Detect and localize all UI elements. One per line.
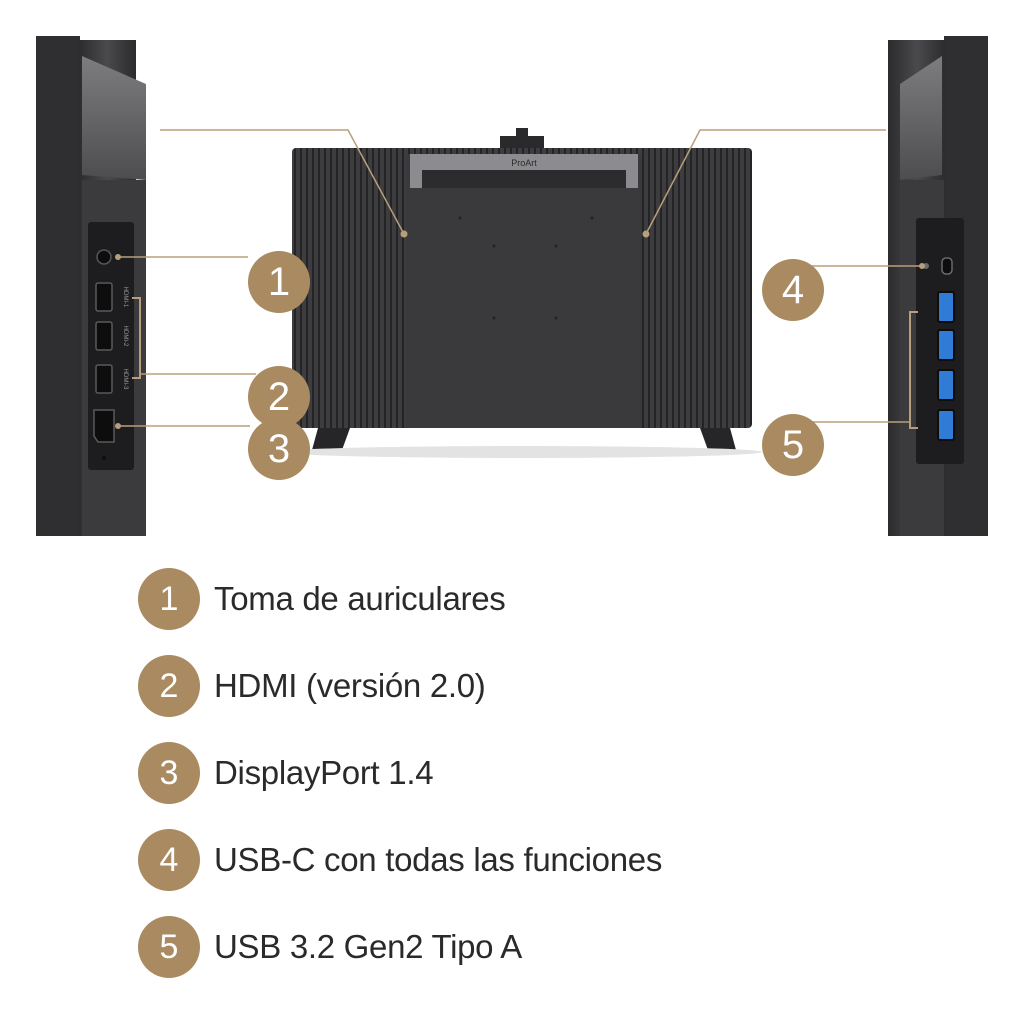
usb-a-port-icon xyxy=(937,329,955,361)
displayport-icon xyxy=(93,409,115,443)
callout-badge-3: 3 xyxy=(248,418,310,480)
legend-label-1: Toma de auriculares xyxy=(214,580,506,617)
legend-label-5: USB 3.2 Gen2 Tipo A xyxy=(214,928,522,965)
usb-a-port-icon xyxy=(937,291,955,323)
legend-label-3: DisplayPort 1.4 xyxy=(214,754,434,791)
legend-item: 5 USB 3.2 Gen2 Tipo A xyxy=(138,916,898,978)
usb-a-bracket xyxy=(909,311,918,429)
hdmi-bracket xyxy=(132,297,141,379)
monitor-ports-diagram: HDMI-1 HDMI-2 HDMI-3 ProArt xyxy=(36,36,988,536)
legend-item: 2 HDMI (versión 2.0) xyxy=(138,655,898,717)
callout-badge-5: 5 xyxy=(762,414,824,476)
legend-label-2: HDMI (versión 2.0) xyxy=(214,667,486,704)
monitor-foot-left xyxy=(312,428,350,450)
left-side-view: HDMI-1 HDMI-2 HDMI-3 xyxy=(36,36,146,536)
port-label-hdmi-1: HDMI-1 xyxy=(122,287,128,308)
legend-item: 1 Toma de auriculares xyxy=(138,568,898,630)
hdmi-port-icon xyxy=(95,364,113,394)
legend-badge-5: 5 xyxy=(138,916,200,978)
usb-a-port-icon xyxy=(937,409,955,441)
monitor-back-view: ProArt xyxy=(282,128,762,458)
monitor-foot-right xyxy=(700,428,736,450)
usb-a-port-icon xyxy=(937,369,955,401)
legend-label-4: USB-C con todas las funciones xyxy=(214,841,663,878)
callout-badge-2: 2 xyxy=(248,366,310,428)
port-label-hdmi-2: HDMI-2 xyxy=(122,326,128,347)
legend-badge-1: 1 xyxy=(138,568,200,630)
right-side-view xyxy=(888,36,988,536)
usb-c-port-icon xyxy=(941,257,953,275)
callout-badge-1: 1 xyxy=(248,251,310,313)
hdmi-port-icon xyxy=(95,282,113,312)
port-legend: 1 Toma de auriculares 2 HDMI (versión 2.… xyxy=(138,568,898,1003)
legend-item: 3 DisplayPort 1.4 xyxy=(138,742,898,804)
legend-badge-2: 2 xyxy=(138,655,200,717)
callout-badge-4: 4 xyxy=(762,259,824,321)
hdmi-port-icon xyxy=(95,321,113,351)
brand-label: ProArt xyxy=(511,158,537,168)
legend-badge-3: 3 xyxy=(138,742,200,804)
port-label-hdmi-3: HDMI-3 xyxy=(122,369,128,390)
headphone-jack-icon xyxy=(96,249,112,265)
legend-item: 4 USB-C con todas las funciones xyxy=(138,829,898,891)
legend-badge-4: 4 xyxy=(138,829,200,891)
